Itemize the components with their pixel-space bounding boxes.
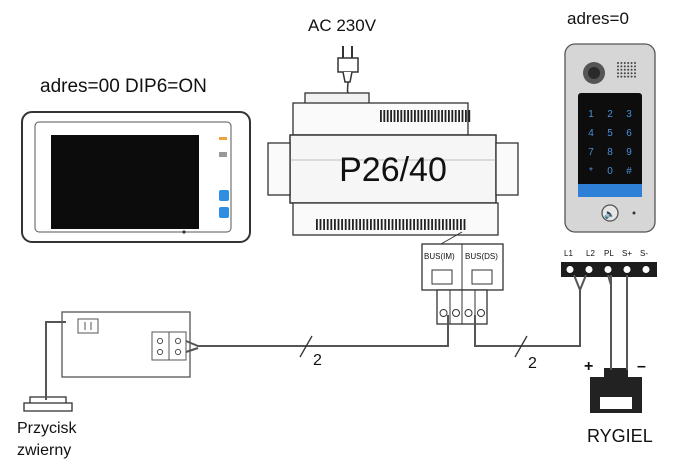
- keypad-key: 3: [626, 109, 632, 120]
- keypad-key: 0: [607, 166, 613, 177]
- power-supply-unit: P26/40: [267, 92, 519, 236]
- bell-glyph-icon: 🔈: [604, 210, 615, 220]
- monitor-indicator-icon: [219, 152, 227, 157]
- exit-push-button-icon: [23, 396, 73, 412]
- keypad-key: 8: [607, 147, 613, 158]
- ac-plug-icon: [337, 46, 359, 97]
- bus-terminal-block: BUS(IM) BUS(DS): [421, 243, 504, 325]
- exit-button-label-line1: Przycisk: [17, 420, 78, 437]
- terminal-sminus-label: S-: [640, 249, 648, 258]
- bus-im-label: BUS(IM): [424, 252, 455, 261]
- ac-power-label: AC 230V: [308, 16, 377, 35]
- lock-plus-sign: +: [584, 358, 593, 375]
- terminal-l2-label: L2: [586, 249, 595, 258]
- keypad-panel: [578, 93, 642, 197]
- bus-ds-label: BUS(DS): [465, 252, 498, 261]
- keypad-key: #: [626, 166, 632, 177]
- wire-count-left: 2: [313, 352, 322, 369]
- door-terminal-strip: L1 L2 PL S+ S-: [561, 249, 657, 277]
- keypad: 1 2 3 4 5 6 7 8 9 * 0 #: [588, 109, 632, 177]
- psu-bottom-vent-icon: [316, 219, 466, 230]
- door-station: 1 2 3 4 5 6 7 8 9 * 0 # 🔈: [564, 43, 656, 233]
- indoor-monitor: [21, 111, 251, 243]
- speaker-grille-icon: [617, 62, 636, 78]
- terminal-pl-label: PL: [604, 249, 614, 258]
- exit-button-module: [61, 311, 191, 378]
- exit-button-label-line2: zwierny: [17, 442, 71, 459]
- door-station-address-label: adres=0: [567, 9, 629, 28]
- monitor-address-label: adres=00 DIP6=ON: [40, 76, 207, 97]
- monitor-call-button-icon: [219, 190, 229, 201]
- terminal-splus-label: S+: [622, 249, 632, 258]
- terminal-l1-label: L1: [564, 249, 573, 258]
- monitor-screen: [51, 135, 199, 229]
- electric-lock-icon: [590, 368, 642, 413]
- wiring: [45, 274, 628, 400]
- lock-label: RYGIEL: [587, 426, 653, 446]
- monitor-unlock-button-icon: [219, 207, 229, 218]
- psu-top-vent-icon: [380, 110, 471, 122]
- keypad-key: 2: [607, 109, 613, 120]
- keypad-key: 1: [588, 109, 594, 120]
- keypad-key: 5: [607, 128, 613, 139]
- power-supply-model: P26/40: [339, 151, 447, 189]
- status-led-icon: [219, 137, 227, 140]
- keypad-key: *: [589, 166, 593, 177]
- wire-count-right: 2: [528, 355, 537, 372]
- keypad-key: 9: [626, 147, 632, 158]
- keypad-key: 6: [626, 128, 632, 139]
- keypad-blue-strip: [578, 184, 642, 197]
- keypad-key: 4: [588, 128, 594, 139]
- keypad-key: 7: [588, 147, 594, 158]
- lock-minus-sign: –: [637, 358, 646, 375]
- call-button-icon: [601, 204, 619, 222]
